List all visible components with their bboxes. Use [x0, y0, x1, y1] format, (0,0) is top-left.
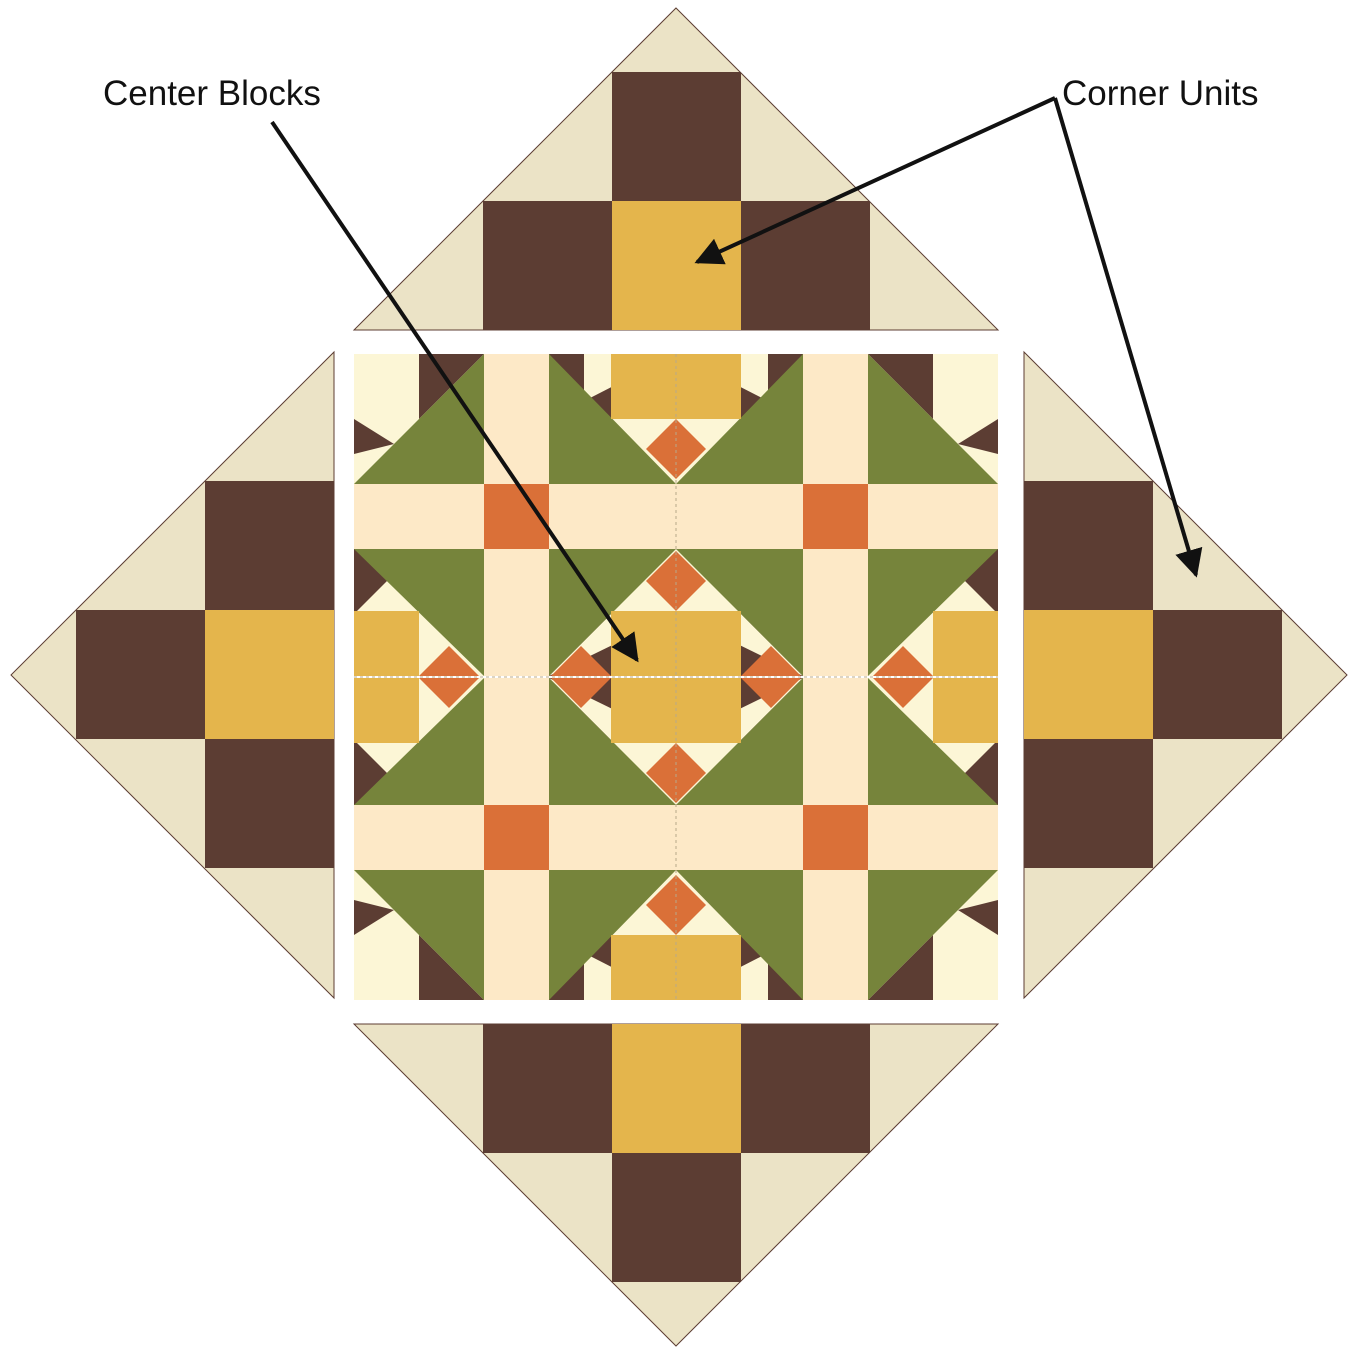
right-corner-unit	[1024, 352, 1347, 998]
left-corner-unit	[11, 352, 334, 998]
center-block-bottom-right	[676, 678, 998, 1000]
corner-units-label: Corner Units	[1062, 76, 1258, 111]
center-block-bottom-left	[354, 678, 676, 1000]
center-block-top-right	[676, 354, 998, 676]
bottom-corner-unit	[354, 1024, 998, 1346]
center-blocks-label: Center Blocks	[103, 76, 321, 111]
center-block	[354, 354, 998, 1000]
center-block-top-left	[354, 354, 676, 676]
